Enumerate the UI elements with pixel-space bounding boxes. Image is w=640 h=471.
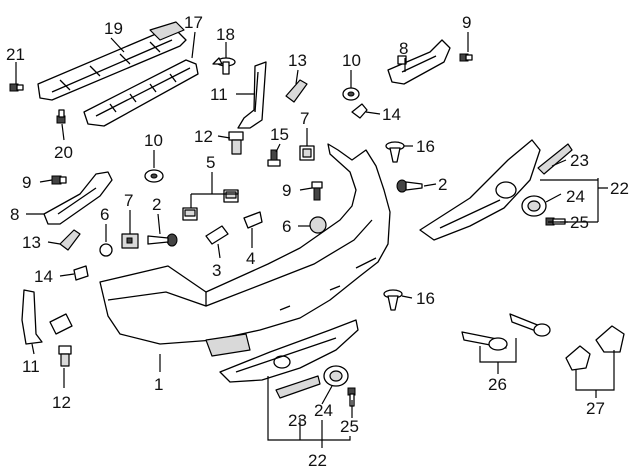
callout-26: 26 xyxy=(488,375,507,394)
callout-27: 27 xyxy=(586,399,605,418)
part-22-lower-skirt-right xyxy=(419,139,541,241)
part-12-fastener-upper xyxy=(228,131,244,155)
callout-23-right: 23 xyxy=(570,151,589,170)
callout-16-lower: 16 xyxy=(416,289,435,308)
part-9-bolt-upper xyxy=(459,53,473,62)
part-15-stud xyxy=(267,149,281,167)
part-7-retainer-upper xyxy=(299,145,315,161)
part-16-push-pin-upper xyxy=(385,141,405,163)
callout-labels: 21 19 17 18 20 13 10 8 9 11 14 7 12 15 1… xyxy=(6,13,629,470)
callout-25-right: 25 xyxy=(570,213,589,232)
part-22-lower-skirt-lower xyxy=(219,319,359,383)
callout-12-upper: 12 xyxy=(194,127,213,146)
part-18-clip xyxy=(212,57,236,75)
callout-24-right: 24 xyxy=(566,187,585,206)
callout-2-right: 2 xyxy=(438,175,447,194)
callout-6-right: 6 xyxy=(282,217,291,236)
part-1-bumper-cover xyxy=(99,143,391,357)
callout-16-upper: 16 xyxy=(416,137,435,156)
callout-20: 20 xyxy=(54,143,73,162)
part-9-bolt-middle xyxy=(311,181,323,201)
callout-1: 1 xyxy=(154,375,163,394)
part-14-clip-lower xyxy=(73,265,89,281)
part-9-bolt-left xyxy=(51,175,67,185)
callout-11-lower: 11 xyxy=(22,357,40,376)
part-23-reflector-right xyxy=(537,143,573,175)
callout-19: 19 xyxy=(104,19,123,38)
part-24-sensor-right xyxy=(521,195,547,217)
part-24-sensor-lower xyxy=(323,365,349,387)
callout-10-upper: 10 xyxy=(342,51,361,70)
callout-13-left: 13 xyxy=(22,233,41,252)
callout-17: 17 xyxy=(184,13,203,32)
part-7-retainer-left xyxy=(121,233,139,249)
part-3-clip xyxy=(205,225,229,245)
callout-4: 4 xyxy=(246,249,255,268)
callout-13-upper: 13 xyxy=(288,51,307,70)
callout-14-lower: 14 xyxy=(34,267,53,286)
callout-6-left: 6 xyxy=(100,205,109,224)
callout-9-middle: 9 xyxy=(282,181,291,200)
part-2-screw-right xyxy=(396,179,423,193)
leader-lines xyxy=(15,31,615,448)
callout-8-upper: 8 xyxy=(399,39,408,58)
part-6-plug-right xyxy=(309,216,327,234)
callout-7-left: 7 xyxy=(124,191,133,210)
callout-8-left: 8 xyxy=(10,205,19,224)
callout-11-upper: 11 xyxy=(210,85,228,104)
part-12-fastener-lower xyxy=(58,345,72,367)
callout-9-upper: 9 xyxy=(462,13,471,32)
callout-24-lower: 24 xyxy=(314,401,333,420)
callout-10-left: 10 xyxy=(144,131,163,150)
callout-7-upper: 7 xyxy=(300,109,309,128)
callout-14-upper: 14 xyxy=(382,105,401,124)
part-10-grommet-upper xyxy=(342,87,360,101)
part-19-reinforcement-bar xyxy=(37,21,187,101)
part-5-bracket-set xyxy=(182,189,239,221)
callout-5: 5 xyxy=(206,153,215,172)
part-11-bracket-upper xyxy=(237,61,267,129)
part-2-screw-left xyxy=(147,233,178,247)
callout-2-left: 2 xyxy=(152,195,161,214)
part-4-clip xyxy=(243,211,263,229)
callout-22-right: 22 xyxy=(610,179,629,198)
part-17-absorber xyxy=(83,59,199,127)
callout-3: 3 xyxy=(212,261,221,280)
part-13-pad-upper xyxy=(285,79,308,103)
callout-22-lower: 22 xyxy=(308,451,327,470)
part-8-bracket-left xyxy=(43,171,113,225)
part-8-bracket-upper xyxy=(387,39,451,85)
part-21-bolt xyxy=(9,83,24,92)
callout-18: 18 xyxy=(216,25,235,44)
callout-15: 15 xyxy=(270,125,289,144)
part-20-bolt xyxy=(56,109,66,124)
callout-21-upper: 21 xyxy=(6,45,25,64)
part-26-tow-hook-set xyxy=(461,313,551,351)
part-6-plug-left xyxy=(99,243,113,257)
part-23-reflector-lower xyxy=(275,375,321,399)
part-16-push-pin-lower xyxy=(383,289,403,311)
part-10-grommet-left xyxy=(144,169,164,183)
callout-23-lower: 23 xyxy=(288,411,307,430)
callout-25-lower: 25 xyxy=(340,417,359,436)
callout-9-left: 9 xyxy=(22,173,31,192)
callout-12-lower: 12 xyxy=(52,393,71,412)
part-27-cover-set xyxy=(565,325,625,371)
part-13-pad-left xyxy=(59,229,81,251)
part-11-bracket-lower xyxy=(21,289,73,345)
part-14-clip-upper xyxy=(351,103,368,119)
